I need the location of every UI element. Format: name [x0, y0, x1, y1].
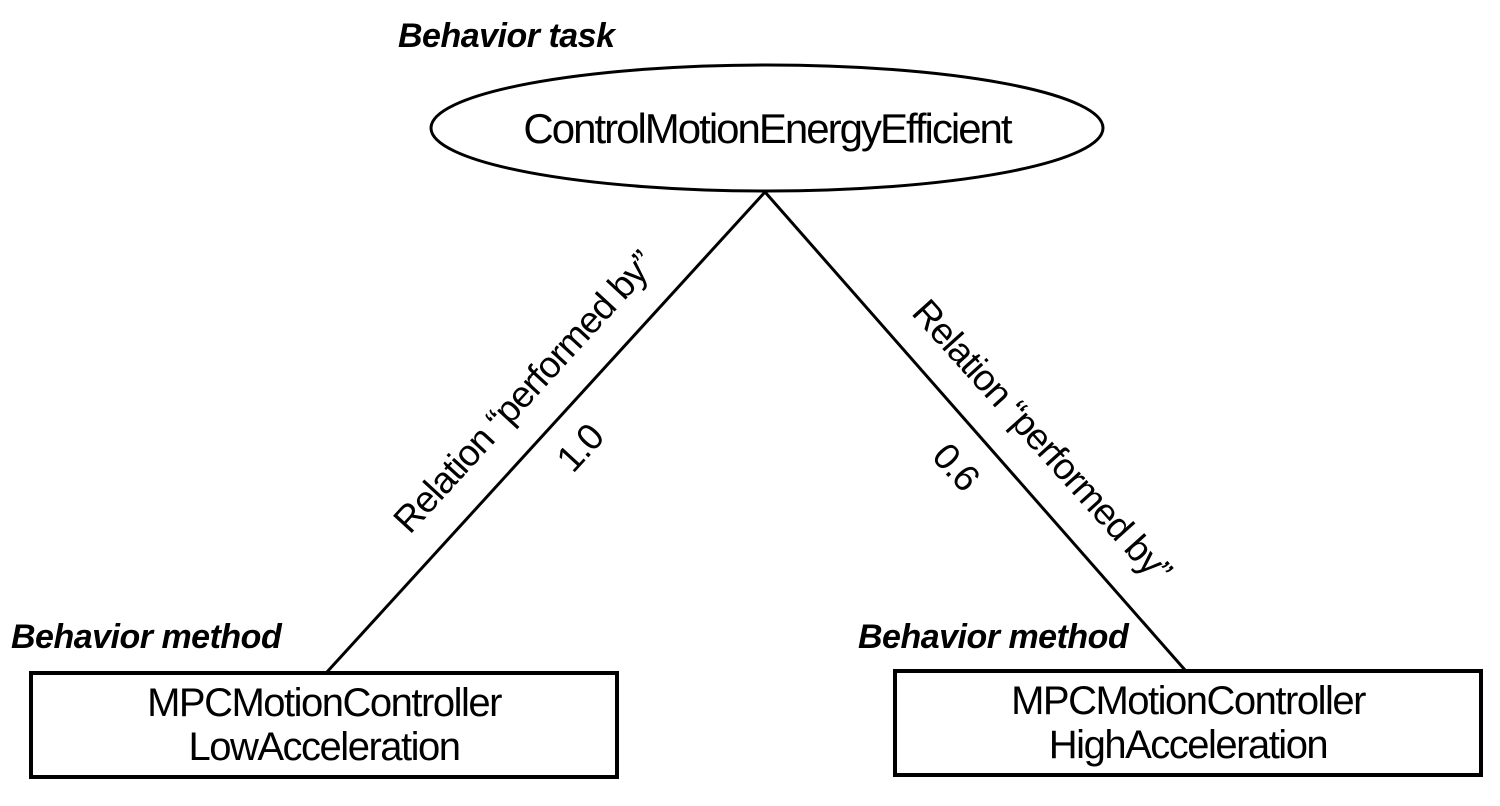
edge-line-left [325, 190, 767, 674]
behavior-method-label-left: Behavior method [11, 618, 282, 656]
edge-line-right [763, 191, 1187, 671]
behavior-method-label-right: Behavior method [858, 618, 1129, 656]
task-node-name: ControlMotionEnergyEfficient [523, 105, 1012, 152]
behavior-task-label: Behavior task [398, 17, 615, 55]
method-node-right-name-line1: MPCMotionController [1011, 679, 1366, 723]
method-node-left-name-line1: MPCMotionController [147, 681, 502, 725]
method-node-left-name-line2: LowAcceleration [188, 725, 462, 769]
method-node-left: MPCMotionController LowAcceleration [29, 671, 619, 779]
method-node-right-name-line2: HighAcceleration [1048, 723, 1329, 767]
method-node-right: MPCMotionController HighAcceleration [893, 669, 1483, 777]
task-node-ellipse [429, 63, 1105, 193]
